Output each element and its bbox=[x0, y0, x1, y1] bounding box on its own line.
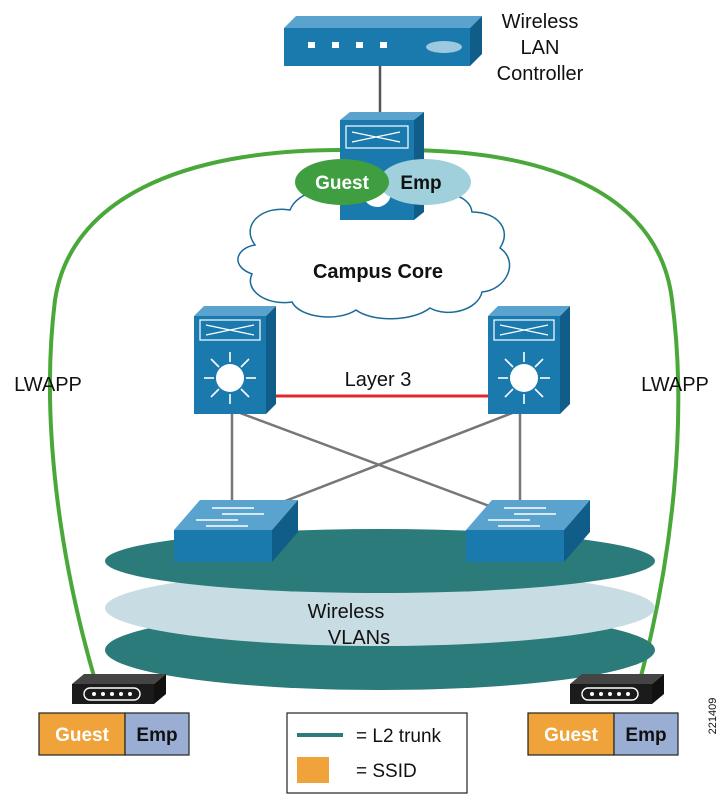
emp-ssid-box-left bbox=[124, 712, 190, 756]
lwapp-arc-left bbox=[48, 148, 341, 681]
vlan-ellipse-middle bbox=[105, 570, 655, 646]
access-switch-right bbox=[466, 500, 590, 562]
campus-core-label: Campus Core bbox=[313, 261, 443, 283]
figure-id: 221409 bbox=[707, 698, 719, 735]
core-emp-label: Emp bbox=[400, 173, 441, 194]
core-guest-label: Guest bbox=[315, 173, 370, 194]
antenna-icon bbox=[83, 687, 141, 701]
legend-ssid-label: = SSID bbox=[356, 761, 417, 782]
wireless-vlans-label-line1: Wireless bbox=[308, 601, 385, 623]
distribution-switch-right bbox=[488, 306, 570, 414]
ap-left-guest-label: Guest bbox=[55, 725, 110, 746]
wlc-logo-badge bbox=[426, 41, 462, 53]
access-point-left bbox=[72, 674, 166, 704]
distribution-switch-left bbox=[194, 306, 276, 414]
guest-ssid-box-left bbox=[38, 712, 126, 756]
wireless-vlans-label-line2: VLANs bbox=[328, 627, 390, 649]
ap-left-emp-label: Emp bbox=[136, 725, 177, 746]
lwapp-arc-right bbox=[399, 148, 681, 681]
ap-right-emp-label: Emp bbox=[625, 725, 666, 746]
wlc-label-line2: LAN bbox=[521, 37, 560, 59]
legend-ssid-swatch bbox=[297, 757, 329, 783]
emp-ssid-box-right bbox=[613, 712, 679, 756]
guest-ssid-ellipse-core bbox=[295, 159, 389, 205]
ap-right-guest-label: Guest bbox=[544, 725, 599, 746]
emp-ssid-ellipse-core bbox=[379, 159, 471, 205]
lwapp-label-right: LWAPP bbox=[641, 374, 709, 396]
legend-trunk-label: = L2 trunk bbox=[356, 726, 442, 747]
access-switch-left bbox=[174, 500, 298, 562]
access-point-right bbox=[570, 674, 664, 704]
wlc-label-line1: Wireless bbox=[502, 11, 579, 33]
l2-uplinks bbox=[230, 408, 522, 512]
wlc-label-line3: Controller bbox=[497, 63, 584, 85]
legend: = L2 trunk = SSID bbox=[286, 712, 468, 794]
antenna-icon bbox=[581, 687, 639, 701]
lwapp-label-left: LWAPP bbox=[14, 374, 82, 396]
wireless-lan-controller bbox=[284, 16, 482, 66]
guest-ssid-box-right bbox=[527, 712, 615, 756]
layer3-label: Layer 3 bbox=[345, 369, 412, 391]
